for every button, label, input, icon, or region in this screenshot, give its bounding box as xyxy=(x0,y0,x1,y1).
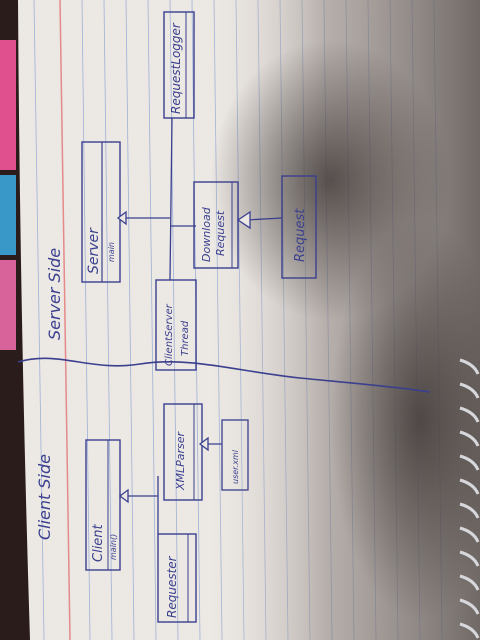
class-client-name: Client xyxy=(91,523,106,562)
class-server-name: Server xyxy=(86,227,102,274)
class-request-logger-name: RequestLogger xyxy=(169,22,183,114)
class-request-name: Request xyxy=(293,208,308,262)
shadow-blotch-lower xyxy=(330,220,480,620)
class-user-xml-name: user.xml xyxy=(231,449,240,484)
class-client-server-thread: ClientServer Thread xyxy=(155,279,197,371)
class-requester: Requester xyxy=(157,533,197,623)
class-client-server-thread-name-line2: Thread xyxy=(180,320,191,356)
class-client: Client main() xyxy=(85,439,121,571)
section-title-client: Client Side xyxy=(35,454,54,540)
class-server: Server main xyxy=(81,141,121,283)
class-request: Request xyxy=(281,175,317,279)
section-title-server: Server Side xyxy=(45,248,64,340)
class-xml-parser-name: XMLParser xyxy=(174,430,187,491)
pink-object xyxy=(0,40,16,170)
class-user-xml: user.xml xyxy=(221,419,249,491)
blue-object xyxy=(0,175,16,255)
class-request-logger: RequestLogger xyxy=(163,11,195,119)
class-xml-parser: XMLParser xyxy=(163,403,203,501)
class-requester-name: Requester xyxy=(165,555,179,618)
class-client-method: main() xyxy=(109,534,118,560)
class-client-server-thread-name: ClientServer xyxy=(164,303,175,366)
class-download-request-name: Download xyxy=(200,206,213,262)
client-connectors xyxy=(118,436,222,534)
spiral-binding xyxy=(459,358,480,639)
section-divider xyxy=(17,357,431,393)
pink-object-lower xyxy=(0,260,16,350)
margin-line xyxy=(59,0,71,640)
server-connectors xyxy=(116,117,283,281)
class-server-method: main xyxy=(107,242,116,262)
class-download-request: Download Request xyxy=(193,181,239,269)
class-download-request-name-line2: Request xyxy=(214,210,227,256)
